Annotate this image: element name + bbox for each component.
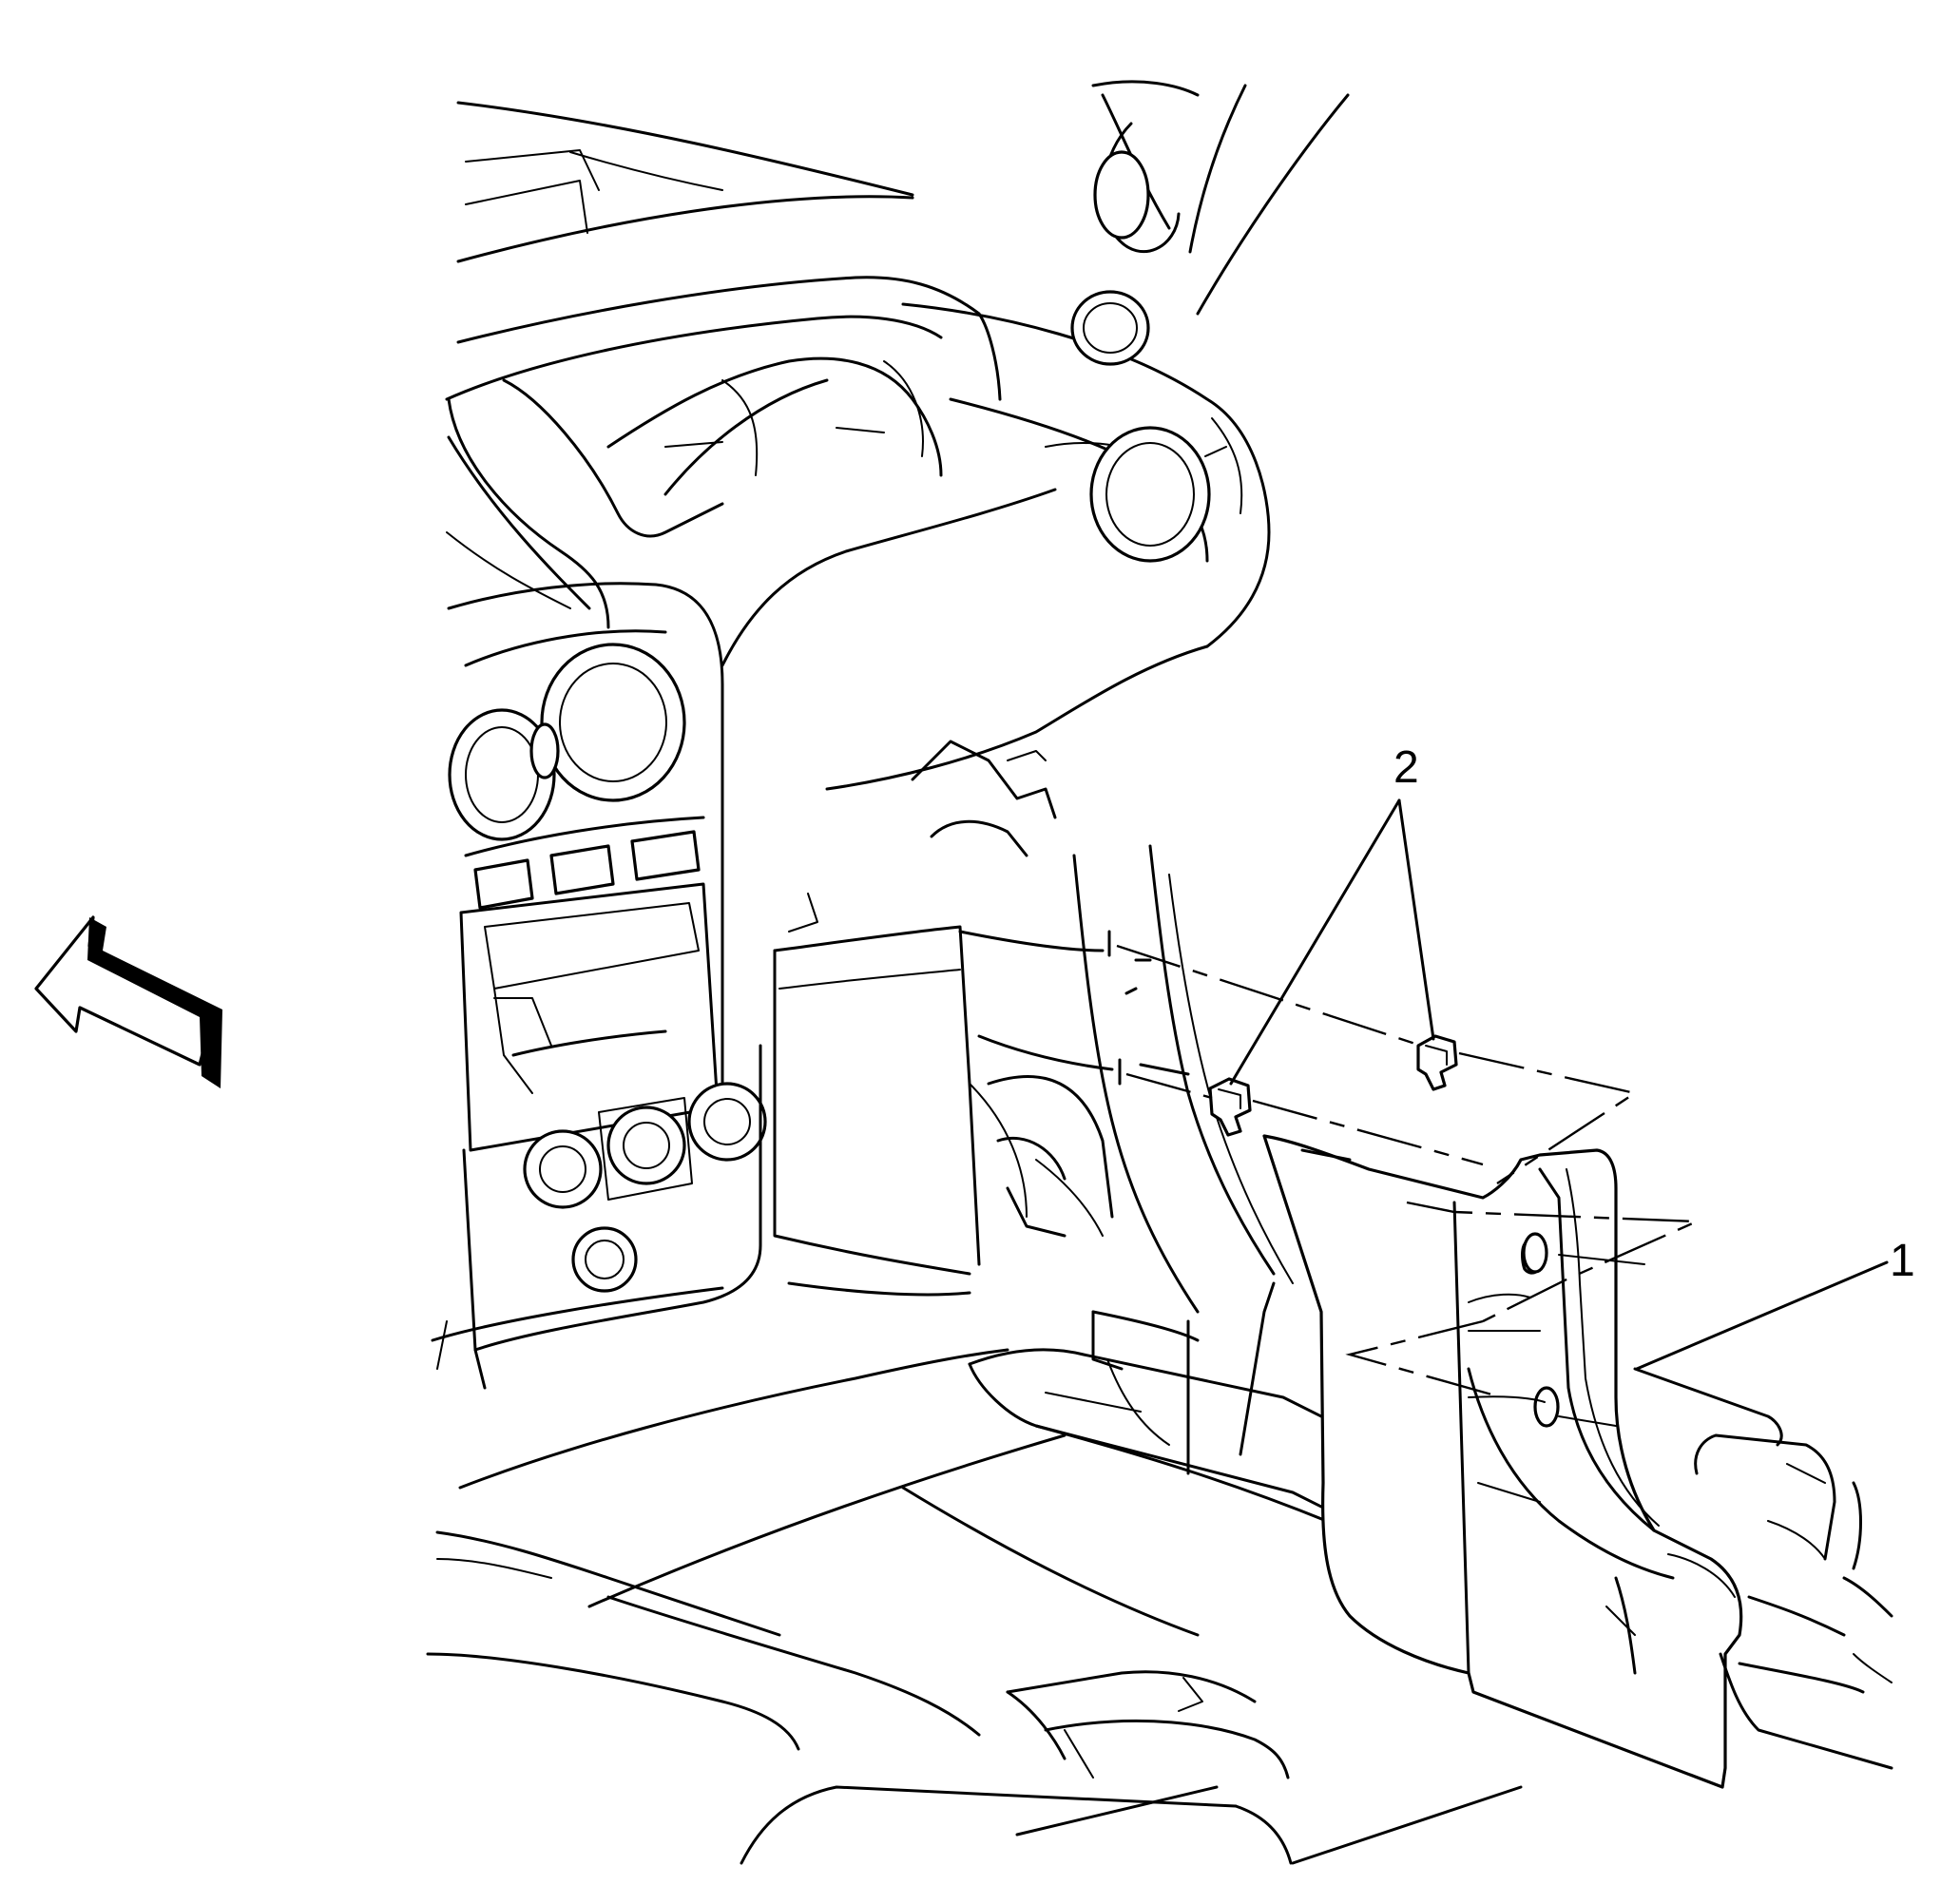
center-stack: [431, 582, 767, 1390]
power-outlet-icon: [571, 1226, 638, 1293]
climate-knob-left-icon: [523, 1129, 603, 1209]
button-1-icon: [473, 858, 534, 910]
instrument-panel-upper: [445, 276, 1271, 791]
leader-line-1: [1635, 1260, 1889, 1371]
callout-1-label: 1: [1890, 1236, 1915, 1286]
leader-line-2b: [1397, 798, 1435, 1041]
radio-opening-icon: [484, 902, 700, 990]
clip-slot-lower-icon: [1533, 1386, 1560, 1428]
leader-lines: [1229, 798, 1889, 1371]
button-2-icon: [549, 844, 615, 895]
rear-sill-area: [1633, 1367, 1893, 1770]
climate-knob-right-icon: [687, 1082, 767, 1162]
hinge-pillar: [1072, 844, 1294, 1475]
instrument-panel-end-trim-panel: [1262, 1134, 1743, 1789]
retainer-clip-upper-icon: [1416, 1034, 1458, 1091]
windshield-frame: [456, 80, 1350, 316]
button-3-icon: [630, 830, 701, 881]
callout-2-label: 2: [1393, 742, 1419, 793]
passenger-footwell: [773, 740, 1114, 1297]
floor-and-sill: [426, 1348, 1523, 1865]
leader-line-2a: [1229, 798, 1401, 1086]
retainer-clip-lower-icon: [1208, 1077, 1252, 1137]
installation-guide-lines: [1107, 930, 1698, 1427]
center-vent-icon: [540, 643, 686, 802]
retainer-clips: [1208, 1034, 1458, 1137]
front-of-vehicle-arrow-icon: [34, 915, 222, 1088]
hazard-switch-icon: [529, 722, 560, 779]
a-pillar-speaker-icon: [1093, 150, 1150, 240]
climate-knob-center-icon: [606, 1106, 686, 1185]
side-air-vent-icon: [1089, 426, 1211, 563]
